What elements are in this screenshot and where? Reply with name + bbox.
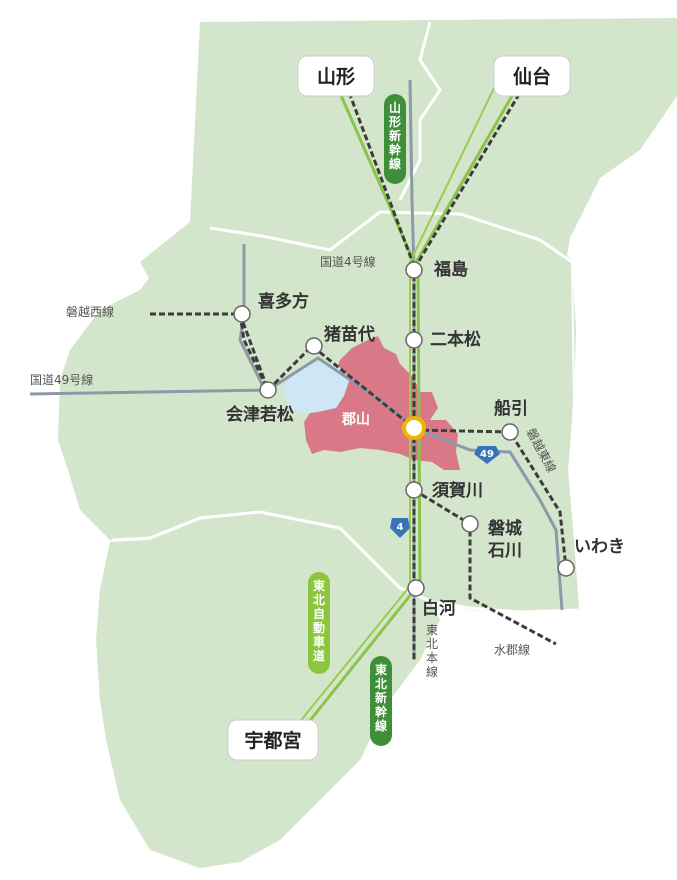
station-label-inawashiro: 猪苗代 bbox=[324, 324, 375, 345]
station-marker-sukagawa[interactable] bbox=[405, 481, 423, 499]
coastline-east bbox=[568, 179, 601, 611]
pill-yamagata-shinkansen bbox=[384, 94, 406, 184]
label-route49: 国道49号線 bbox=[30, 372, 93, 387]
rail-banetsu-east bbox=[413, 428, 568, 569]
station-marker-fukushima[interactable] bbox=[405, 261, 423, 279]
shield-route49 bbox=[474, 446, 500, 464]
koriyama-label: 郡山 bbox=[341, 412, 370, 428]
station-labels: 福島 二本松 喜多方 猪苗代 会津若松 船引 須賀川 磐城 石川 いわき 白河 bbox=[226, 259, 625, 619]
city-label-sendai: 仙台 bbox=[513, 65, 551, 88]
prefecture-borders bbox=[111, 21, 601, 614]
label-route4: 国道4号線 bbox=[320, 254, 376, 269]
shield-route4-label: 4 bbox=[397, 522, 404, 533]
badge-utsunomiya[interactable] bbox=[227, 719, 319, 761]
station-marker-aizuwakamatsu[interactable] bbox=[259, 381, 277, 399]
city-label-yamagata: 山形 bbox=[317, 66, 355, 88]
tohoku-shinkansen-south bbox=[302, 587, 418, 729]
shield-route49-label: 49 bbox=[480, 449, 494, 460]
station-marker-funehiki[interactable] bbox=[501, 423, 519, 441]
route-labels: 国道4号線 磐越西線 国道49号線 水郡線 bbox=[30, 254, 530, 657]
tohoku-shinkansen-north bbox=[412, 81, 522, 267]
label-tohoku-shinkansen: 東北新幹線 bbox=[375, 662, 388, 733]
station-label-iwaki: いわき bbox=[574, 537, 625, 557]
city-label-utsunomiya: 宇都宮 bbox=[244, 729, 301, 752]
station-marker-shirakawa[interactable] bbox=[407, 579, 425, 597]
label-tohoku-expressway: 東北自動車道 bbox=[313, 578, 325, 663]
station-marker-iwaki[interactable] bbox=[557, 559, 575, 577]
station-label-fukushima: 福島 bbox=[433, 259, 468, 280]
border-yamagata-fukushima bbox=[209, 210, 573, 264]
station-marker-nihonmatsu[interactable] bbox=[405, 331, 423, 349]
rail-kitakata bbox=[238, 313, 270, 391]
station-label-sukagawa: 須賀川 bbox=[432, 481, 483, 501]
station-label-funehiki: 船引 bbox=[494, 398, 528, 419]
label-suigun: 水郡線 bbox=[494, 642, 530, 657]
lake-inawashiro bbox=[282, 362, 350, 414]
pill-tohoku-shinkansen bbox=[370, 656, 392, 746]
rail-yamagata-fukushima bbox=[344, 83, 416, 267]
badge-yamagata[interactable] bbox=[297, 55, 375, 97]
station-marker-kitakata[interactable] bbox=[233, 305, 251, 323]
station-marker-inawashiro[interactable] bbox=[305, 337, 323, 355]
border-yamagata-miyagi bbox=[398, 21, 442, 201]
label-yamagata-shinkansen: 山形新幹線 bbox=[389, 100, 402, 171]
station-markers bbox=[233, 261, 575, 597]
station-label-iwaki-ishikawa: 磐城 石川 bbox=[487, 518, 528, 561]
land-south bbox=[96, 512, 440, 868]
station-label-nihonmatsu: 二本松 bbox=[430, 329, 481, 350]
label-banetsu-west: 磐越西線 bbox=[66, 304, 114, 319]
border-fukushima-tochigi bbox=[111, 510, 471, 610]
label-tohoku-main-line: 東北本線 bbox=[426, 623, 438, 679]
station-marker-koriyama[interactable] bbox=[402, 416, 426, 440]
station-label-shirakawa: 白河 bbox=[422, 598, 456, 619]
badge-sendai[interactable] bbox=[493, 55, 571, 97]
route-shields: 49 4 bbox=[390, 446, 500, 538]
pill-tohoku-expressway bbox=[308, 572, 330, 674]
vertical-route-labels: 山形新幹線 東北新幹線 東北自動車道 東北本線 bbox=[308, 94, 438, 746]
border-fukushima-ibaraki bbox=[469, 606, 581, 614]
station-label-kitakata: 喜多方 bbox=[258, 291, 309, 312]
shield-route4 bbox=[390, 518, 410, 538]
station-label-aizuwakamatsu: 会津若松 bbox=[226, 404, 294, 425]
station-marker-iwaki-ishikawa[interactable] bbox=[461, 515, 479, 533]
rail-suigun bbox=[413, 488, 557, 646]
rail-banetsu-west bbox=[150, 312, 415, 430]
rail-sendai-fukushima bbox=[414, 85, 526, 267]
city-badges: 山形 仙台 宇都宮 bbox=[227, 55, 571, 761]
